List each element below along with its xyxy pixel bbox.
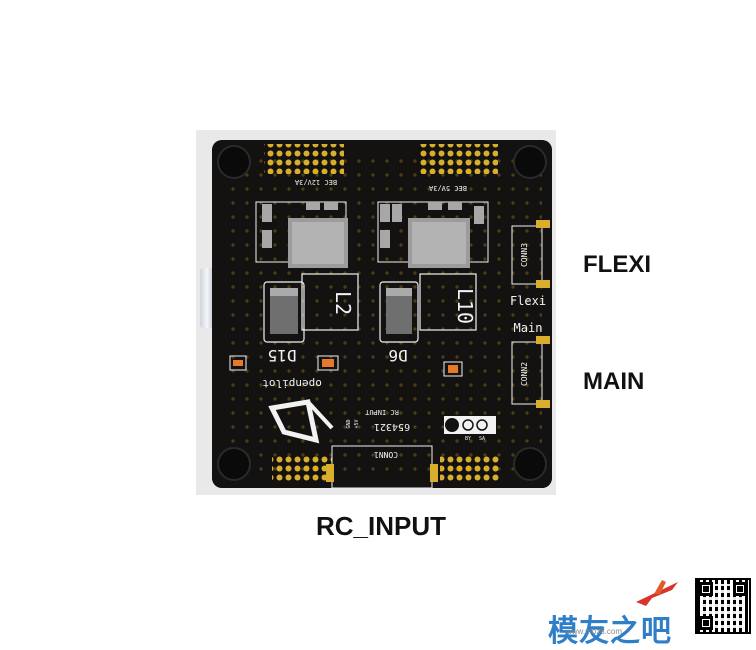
pcb-board: BEC 12V/3A BEC 5V/3A L2 L10 D15 D6 xyxy=(212,140,552,488)
pad-clusters xyxy=(264,144,500,482)
inductor-l10 xyxy=(419,273,477,331)
bec-12v-section xyxy=(255,201,348,268)
silk-main: Main xyxy=(514,321,543,335)
flexi-label: FLEXI xyxy=(583,251,652,278)
silk-bec-5v: BEC 5V/3A xyxy=(428,184,467,192)
silk-rc-input: RC INPUT xyxy=(364,408,399,416)
airplane-icon xyxy=(636,580,678,606)
conn3-connector xyxy=(511,220,550,288)
silk-l2: L2 xyxy=(331,291,355,315)
silk-d15: D15 xyxy=(268,346,297,365)
watermark-url: www.moz8.com xyxy=(566,627,623,636)
status-leds xyxy=(229,355,463,377)
bec-5v-section xyxy=(377,201,489,268)
cc-license-badge xyxy=(444,416,496,434)
silk-d6: D6 xyxy=(388,346,407,365)
openpilot-logo xyxy=(268,399,334,444)
qr-code xyxy=(695,578,751,634)
conn2-connector xyxy=(511,336,550,408)
diode-d15 xyxy=(263,281,305,343)
inductor-l2 xyxy=(301,273,359,331)
silk-pin-5v: +5V xyxy=(354,419,360,428)
silk-l10: L10 xyxy=(453,288,477,324)
rc-input-label: RC_INPUT xyxy=(316,511,447,541)
silk-pin-gnd: GND xyxy=(346,419,352,428)
mounting-holes xyxy=(217,145,547,481)
silk-license-sa: SA xyxy=(479,436,485,442)
silk-openpilot: openpilot xyxy=(262,377,322,390)
silk-conn3: CONN3 xyxy=(520,243,529,267)
conn1-connector xyxy=(326,445,438,488)
silk-license-by: BY xyxy=(465,436,471,442)
silk-flexi: Flexi xyxy=(510,294,546,308)
diode-d6 xyxy=(379,281,419,343)
silk-conn2: CONN2 xyxy=(520,362,529,386)
silk-bec-12v: BEC 12V/3A xyxy=(294,178,337,186)
main-label: MAIN xyxy=(583,368,645,395)
silk-conn1: CONN1 xyxy=(374,450,398,459)
moz8-watermark: 模友之吧 www.moz8.com xyxy=(548,570,753,649)
usb-side-connector xyxy=(200,268,214,328)
silk-pins: 654321 xyxy=(374,421,410,432)
